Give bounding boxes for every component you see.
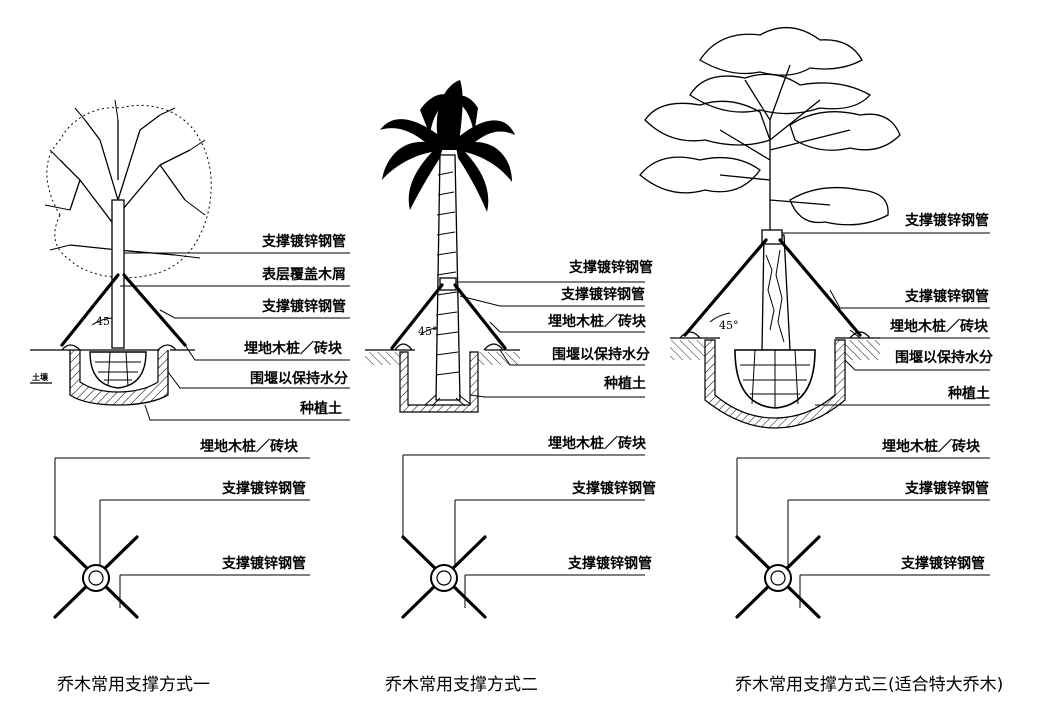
label-buried-stake: 埋地木桩／砖块: [244, 340, 343, 357]
diagram-1-plan: 埋地木桩／砖块 支撑镀锌钢管 支撑镀锌钢管: [53, 438, 310, 619]
label-support-pipe-top: 支撑镀锌钢管: [904, 212, 989, 229]
deciduous-tree-icon: [44, 99, 212, 285]
diagram-1-elevation: 45 土壤 支撑镀锌钢管 表层覆盖木屑 支撑镀锌钢管 埋地木桩／砖块 围堰以保持…: [30, 99, 350, 421]
label-buried-stake: 埋地木桩／砖块: [548, 313, 647, 330]
angle-label: 45°: [719, 319, 739, 332]
plan-label-buried-stake: 埋地木桩／砖块: [882, 438, 981, 455]
angle-label: 45°: [418, 325, 438, 338]
label-planting-soil: 种植土: [299, 400, 342, 417]
label-surface-mulch: 表层覆盖木屑: [261, 266, 346, 283]
plan-label-support-pipe-b: 支撑镀锌钢管: [567, 555, 652, 572]
large-tree-icon: [639, 26, 901, 235]
ground-mark-label: 土壤: [32, 372, 49, 382]
diagram-3-plan: 埋地木桩／砖块 支撑镀锌钢管 支撑镀锌钢管: [735, 438, 990, 619]
caption-2: 乔木常用支撑方式二: [385, 675, 538, 695]
label-support-pipe-top: 支撑镀锌钢管: [568, 259, 653, 276]
caption-3: 乔木常用支撑方式三(适合特大乔木): [735, 675, 1003, 695]
plan-label-support-pipe-a: 支撑镀锌钢管: [904, 480, 989, 497]
label-water-weir: 围堰以保持水分: [552, 346, 650, 363]
label-water-weir: 围堰以保持水分: [895, 349, 993, 366]
plan-label-buried-stake: 埋地木桩／砖块: [200, 438, 299, 455]
plan-label-buried-stake: 埋地木桩／砖块: [548, 435, 647, 452]
label-support-pipe-top: 支撑镀锌钢管: [261, 233, 346, 250]
caption-1: 乔木常用支撑方式一: [57, 675, 210, 695]
diagram-3-elevation: 45° 支撑镀锌钢管 支撑镀锌钢管 埋地木桩／砖块 围堰以保持水分 种植土: [639, 26, 993, 429]
plan-label-support-pipe-a: 支撑镀锌钢管: [571, 480, 656, 497]
label-planting-soil: 种植土: [603, 375, 646, 392]
label-support-pipe-mid: 支撑镀锌钢管: [904, 288, 989, 305]
label-support-pipe-mid: 支撑镀锌钢管: [261, 298, 346, 315]
plan-label-support-pipe-b: 支撑镀锌钢管: [900, 555, 985, 572]
palm-tree-icon: [380, 80, 515, 212]
label-buried-stake: 埋地木桩／砖块: [890, 318, 989, 335]
angle-label: 45: [96, 315, 110, 328]
plan-label-support-pipe-b: 支撑镀锌钢管: [221, 555, 306, 572]
diagram-2-elevation: 45° 支撑镀锌钢管 支撑镀锌钢管 埋地木桩／砖块 围堰以保持水分 种植土: [365, 80, 653, 413]
label-water-weir: 围堰以保持水分: [250, 370, 348, 387]
label-support-pipe-mid: 支撑镀锌钢管: [560, 286, 645, 303]
diagram-2-plan: 埋地木桩／砖块 支撑镀锌钢管 支撑镀锌钢管: [401, 435, 656, 619]
label-planting-soil: 种植土: [947, 385, 990, 402]
plan-label-support-pipe-a: 支撑镀锌钢管: [221, 480, 306, 497]
